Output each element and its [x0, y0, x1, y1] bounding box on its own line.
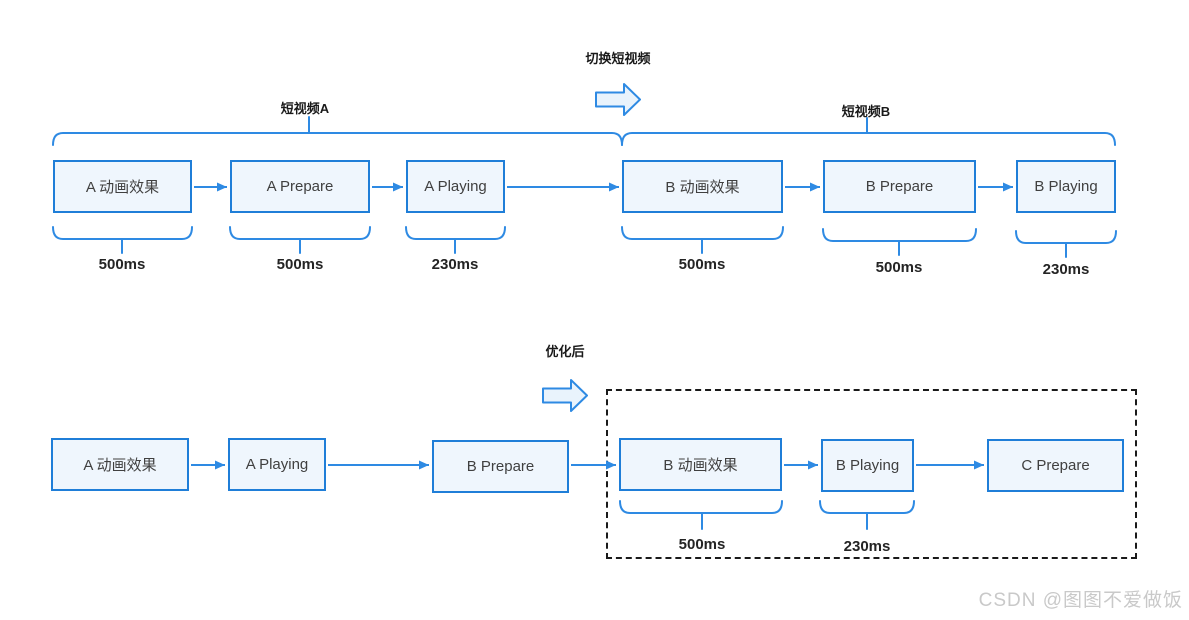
flow-box-b-animation-optimized: B 动画效果: [619, 438, 782, 491]
duration-label: 230ms: [1042, 261, 1090, 278]
duration-label: 500ms: [98, 256, 146, 273]
duration-label: 230ms: [843, 538, 891, 555]
duration-label: 500ms: [276, 256, 324, 273]
bottom-flow-title: 优化后: [545, 344, 585, 359]
underbrace-top-1: [52, 226, 193, 240]
underbrace-bottom-1: [619, 500, 783, 514]
optimized-dashed-region: [606, 389, 1137, 559]
flow-box-b-prepare: B Prepare: [823, 160, 976, 213]
flow-box-b-animation: B 动画效果: [622, 160, 783, 213]
underbrace-top-6: [1015, 230, 1117, 244]
flow-box-a-prepare: A Prepare: [230, 160, 370, 213]
duration-label: 500ms: [678, 536, 726, 553]
switch-block-arrow-icon: [595, 83, 641, 116]
underbrace-top-5: [822, 228, 977, 242]
flow-box-b-playing-optimized: B Playing: [821, 439, 914, 492]
underbrace-top-4: [621, 226, 784, 240]
underbrace-bottom-2: [819, 500, 915, 514]
flow-box-a-animation-optimized: A 动画效果: [51, 438, 189, 491]
overbrace-group-b: [621, 132, 1116, 146]
duration-label: 230ms: [431, 256, 479, 273]
underbrace-top-3: [405, 226, 506, 240]
flow-box-a-playing: A Playing: [406, 160, 505, 213]
underbrace-top-2: [229, 226, 371, 240]
flow-box-c-prepare-optimized: C Prepare: [987, 439, 1124, 492]
group-a-label: 短视频A: [280, 101, 330, 116]
duration-label: 500ms: [678, 256, 726, 273]
optimize-block-arrow-icon: [542, 379, 588, 412]
flow-box-b-playing: B Playing: [1016, 160, 1116, 213]
csdn-watermark: CSDN @图图不爱做饭: [978, 590, 1183, 611]
flow-box-b-prepare-optimized: B Prepare: [432, 440, 569, 493]
flow-box-a-playing-optimized: A Playing: [228, 438, 326, 491]
duration-label: 500ms: [875, 259, 923, 276]
group-b-label: 短视频B: [841, 104, 891, 119]
top-flow-title: 切换短视频: [585, 51, 651, 66]
flow-box-a-animation: A 动画效果: [53, 160, 192, 213]
overbrace-group-a: [52, 132, 623, 146]
